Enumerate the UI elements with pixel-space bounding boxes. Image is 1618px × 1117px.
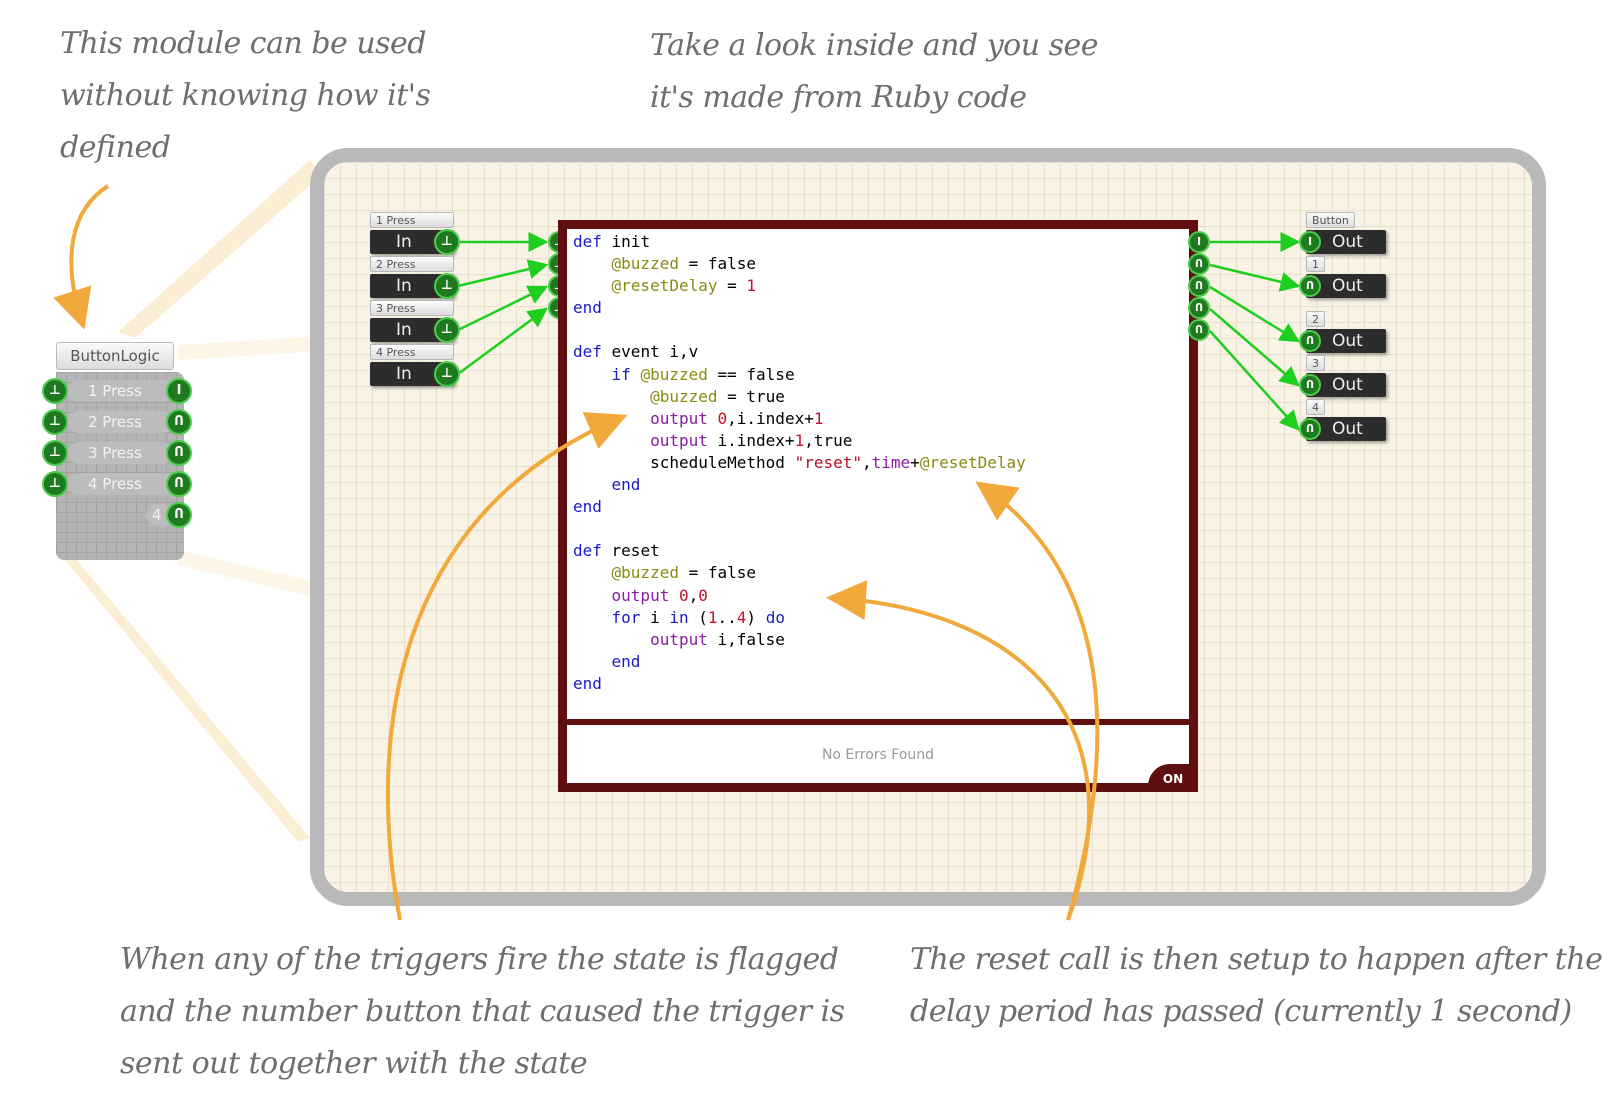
- editor-splitter[interactable]: [567, 719, 1189, 725]
- boolean-input-port-icon[interactable]: Ո: [1299, 418, 1321, 440]
- module-input-label: 1 Press: [68, 380, 174, 402]
- annotation-look-inside: Take a look inside and you see it's made…: [650, 28, 1099, 115]
- boolean-input-port-icon[interactable]: Ո: [1299, 374, 1321, 396]
- annotation-module-usage: This module can be used without knowing …: [60, 26, 431, 165]
- input-label: In: [396, 320, 412, 340]
- output-component-tag: 1: [1306, 256, 1325, 272]
- trigger-input-port-icon[interactable]: ⊥: [42, 378, 68, 404]
- module-title: ButtonLogic: [56, 342, 174, 370]
- trigger-input-port-icon[interactable]: ⊥: [42, 409, 68, 435]
- output-label: Out: [1306, 329, 1386, 353]
- editor-boolean-output-port-icon[interactable]: Ո: [1188, 319, 1210, 341]
- trigger-input-port-icon[interactable]: ⊥: [42, 471, 68, 497]
- module-input-label: 3 Press: [68, 442, 174, 464]
- trigger-output-port-icon[interactable]: ⊥: [434, 317, 460, 343]
- boolean-output-port-icon[interactable]: Ո: [166, 502, 192, 528]
- annotation-trigger-state: When any of the triggers fire the state …: [120, 942, 845, 1081]
- boolean-output-port-icon[interactable]: Ո: [166, 471, 192, 497]
- trigger-output-port-icon[interactable]: ⊥: [434, 361, 460, 387]
- module-input-row: 3 Press ⊥ Ո: [42, 439, 192, 467]
- int-output-port-icon[interactable]: I: [166, 378, 192, 404]
- input-component-tag: 2 Press: [370, 256, 454, 272]
- module-input-label: 2 Press: [68, 411, 174, 433]
- boolean-input-port-icon[interactable]: Ո: [1299, 275, 1321, 297]
- editor-boolean-output-port-icon[interactable]: Ո: [1188, 253, 1210, 275]
- module-input-row: 2 Press ⊥ Ո: [42, 408, 192, 436]
- error-status: No Errors Found: [821, 747, 935, 763]
- input-label: In: [396, 232, 412, 252]
- output-component-tag: Button: [1306, 212, 1355, 228]
- zoomed-module-view: 1 Press In ⊥ 2 Press In ⊥ 3 Press In ⊥ 4…: [310, 148, 1546, 906]
- editor-int-output-port-icon[interactable]: I: [1188, 231, 1210, 253]
- trigger-output-port-icon[interactable]: ⊥: [434, 273, 460, 299]
- module-count-row: 4 Ո: [56, 501, 192, 529]
- boolean-output-port-icon[interactable]: Ո: [166, 409, 192, 435]
- trigger-output-port-icon[interactable]: ⊥: [434, 229, 460, 255]
- module-body: [56, 372, 184, 560]
- int-input-port-icon[interactable]: I: [1299, 231, 1321, 253]
- trigger-input-port-icon[interactable]: ⊥: [42, 440, 68, 466]
- output-component-tag: 2: [1306, 311, 1325, 327]
- module-input-label: 4 Press: [68, 473, 174, 495]
- ruby-code-editor[interactable]: def init @buzzed = false @resetDelay = 1…: [558, 220, 1198, 792]
- input-component-tag: 1 Press: [370, 212, 454, 228]
- input-label: In: [396, 276, 412, 296]
- module-input-row: 4 Press ⊥ Ո: [42, 470, 192, 498]
- boolean-input-port-icon[interactable]: Ո: [1299, 330, 1321, 352]
- input-component-tag: 3 Press: [370, 300, 454, 316]
- boolean-output-port-icon[interactable]: Ո: [166, 440, 192, 466]
- module-input-row: 1 Press ⊥ I: [42, 377, 192, 405]
- annotation-reset-call: The reset call is then setup to happen a…: [910, 942, 1603, 1029]
- editor-boolean-output-port-icon[interactable]: Ո: [1188, 275, 1210, 297]
- output-component-tag: 4: [1306, 399, 1325, 415]
- ruby-code[interactable]: def init @buzzed = false @resetDelay = 1…: [573, 232, 1026, 693]
- output-component-tag: 3: [1306, 355, 1325, 371]
- input-label: In: [396, 364, 412, 384]
- on-toggle[interactable]: ON: [1148, 764, 1198, 792]
- input-component-tag: 4 Press: [370, 344, 454, 360]
- editor-boolean-output-port-icon[interactable]: Ո: [1188, 297, 1210, 319]
